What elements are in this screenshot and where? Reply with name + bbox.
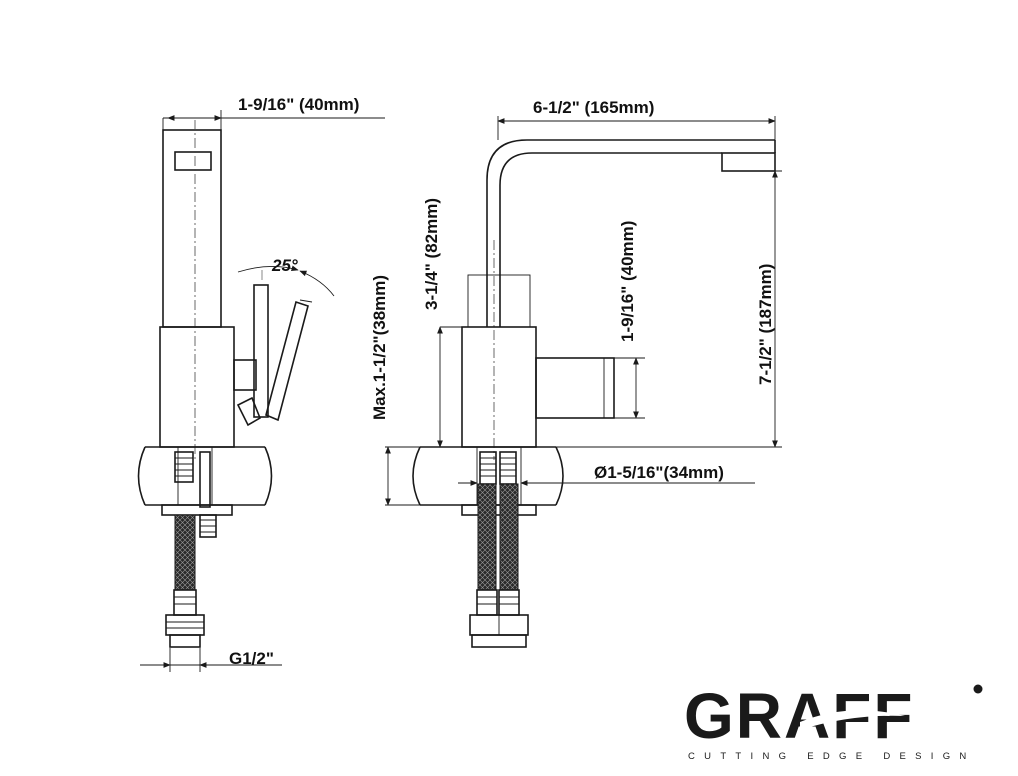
graff-logo: GRAFF CUTTING EDGE DESIGN — [684, 680, 983, 762]
handle-height-label: 1-9/16" (40mm) — [618, 221, 637, 342]
swivel-angle-label: 25° — [271, 256, 298, 275]
side-view — [137, 110, 385, 672]
connection-label: G1/2" — [229, 649, 274, 668]
deck-thickness-label: Max.1-1/2"(38mm) — [370, 275, 389, 420]
overall-height-label: 7-1/2" (187mm) — [756, 264, 775, 385]
front-view — [385, 116, 782, 648]
body-height-label: 3-1/4" (82mm) — [422, 198, 441, 310]
logo-dot-icon — [973, 684, 983, 694]
brand-tagline: CUTTING EDGE DESIGN — [688, 751, 976, 762]
side-width-label: 1-9/16" (40mm) — [238, 95, 359, 114]
spout-reach-label: 6-1/2" (165mm) — [533, 98, 654, 117]
hole-diameter-label: Ø1-5/16"(34mm) — [594, 463, 724, 482]
